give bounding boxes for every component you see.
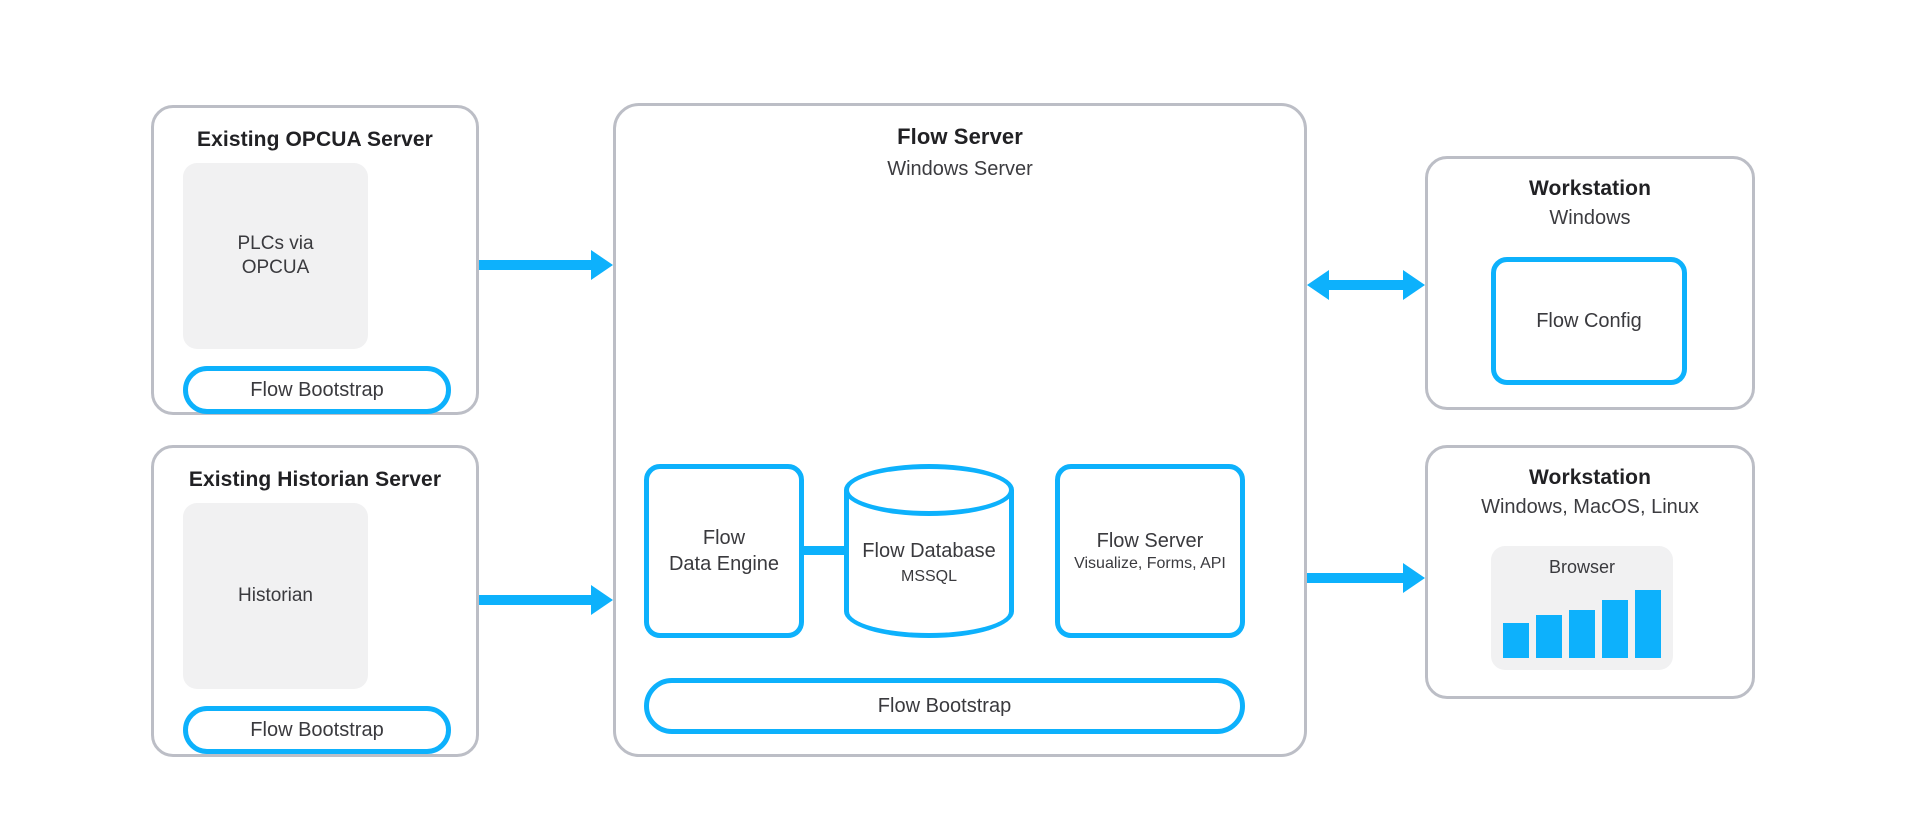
historian-label: Historian xyxy=(238,584,313,606)
panel-existing-historian-server: Existing Historian Server Historian Flow… xyxy=(151,445,479,757)
flow-database-cylinder-top xyxy=(844,464,1014,516)
panel-workstation-multios-subtitle: Windows, MacOS, Linux xyxy=(1481,496,1699,518)
component-flow-server-app[interactable]: Flow Server Visualize, Forms, API xyxy=(1055,464,1245,638)
connector-engine-database xyxy=(801,546,849,555)
flow-database-cylinder-body xyxy=(844,490,1014,638)
flow-server-bootstrap[interactable]: Flow Bootstrap xyxy=(644,678,1245,734)
component-flow-server-app-label: Flow Server Visualize, Forms, API xyxy=(1074,529,1226,572)
panel-existing-historian-server-title: Existing Historian Server xyxy=(188,468,442,491)
app-flow-config-label: Flow Config xyxy=(1536,310,1642,332)
chart-bar xyxy=(1635,590,1661,658)
panel-workstation-windows-subtitle: Windows xyxy=(1549,207,1631,229)
panel-flow-server-title: Flow Server xyxy=(897,124,1023,149)
historian-flow-bootstrap-label: Flow Bootstrap xyxy=(250,719,384,741)
panel-existing-opcua-server-title: Existing OPCUA Server xyxy=(197,128,433,151)
panel-workstation-multios-title: Workstation xyxy=(1528,466,1652,489)
flow-server-bootstrap-label: Flow Bootstrap xyxy=(877,695,1012,717)
component-flow-data-engine-label: Flow Data Engine xyxy=(668,527,780,575)
panel-existing-opcua-server: Existing OPCUA Server PLCs via OPCUA Flo… xyxy=(151,105,479,415)
panel-workstation-multios: Workstation Windows, MacOS, Linux Browse… xyxy=(1425,445,1755,699)
browser-box: Browser xyxy=(1491,546,1673,670)
opcua-flow-bootstrap[interactable]: Flow Bootstrap xyxy=(183,366,451,414)
chart-bar xyxy=(1602,600,1628,658)
arrow-historian-to-flow-server xyxy=(479,580,613,620)
opcua-flow-bootstrap-label: Flow Bootstrap xyxy=(250,379,384,401)
flow-database-label: Flow Database MSSQL xyxy=(862,540,996,585)
opcua-plc-box: PLCs via OPCUA xyxy=(183,163,368,349)
arrow-opcua-to-flow-server xyxy=(479,245,613,285)
panel-workstation-windows: Workstation Windows Flow Config xyxy=(1425,156,1755,410)
panel-flow-server: Flow Server Windows Server Flow Data Eng… xyxy=(613,103,1307,757)
browser-bar-chart xyxy=(1491,586,1673,658)
component-flow-data-engine[interactable]: Flow Data Engine xyxy=(644,464,804,638)
arrow-flow-server-to-workstation-multios xyxy=(1307,558,1425,598)
panel-flow-server-subtitle: Windows Server xyxy=(887,158,1033,180)
browser-label: Browser xyxy=(1548,557,1615,577)
app-flow-config[interactable]: Flow Config xyxy=(1491,257,1687,385)
chart-bar xyxy=(1536,615,1562,658)
panel-workstation-windows-title: Workstation xyxy=(1528,177,1652,200)
historian-flow-bootstrap[interactable]: Flow Bootstrap xyxy=(183,706,451,754)
chart-bar xyxy=(1569,610,1595,658)
component-flow-database[interactable]: Flow Database MSSQL xyxy=(844,464,1014,638)
historian-box: Historian xyxy=(183,503,368,689)
opcua-plc-label: PLCs via OPCUA xyxy=(237,232,314,278)
chart-bar xyxy=(1503,623,1529,658)
arrow-flow-server-to-workstation-windows xyxy=(1307,265,1425,305)
